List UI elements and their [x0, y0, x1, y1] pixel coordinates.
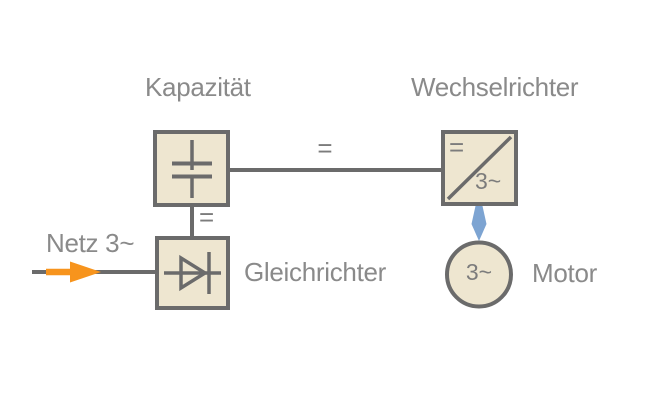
diode-symbol — [164, 252, 221, 294]
capacitor-label: Kapazität — [145, 72, 251, 102]
diode-triangle — [179, 254, 209, 292]
capacitor-symbol — [172, 140, 212, 198]
inverter-diagonal — [446, 135, 513, 201]
motor-feed-arrow-icon — [471, 206, 487, 241]
grid-flow-arrow-icon — [46, 261, 101, 283]
grid-label: Netz 3~ — [46, 228, 135, 258]
motor-label: Motor — [532, 258, 597, 288]
motor-circle — [445, 240, 513, 309]
rectifier-label: Gleichrichter — [244, 257, 387, 287]
grid-flow-arrow-head — [70, 261, 101, 283]
inverter-ac-side-label: 3~ — [475, 168, 502, 194]
dc-bus-equals-label: = — [317, 133, 333, 163]
inverter-label: Wechselrichter — [411, 72, 579, 102]
inverter-dc-side-label: = — [449, 132, 465, 162]
dc-link-equals-label: = — [199, 202, 215, 232]
motor-phase-label: 3~ — [465, 259, 493, 285]
